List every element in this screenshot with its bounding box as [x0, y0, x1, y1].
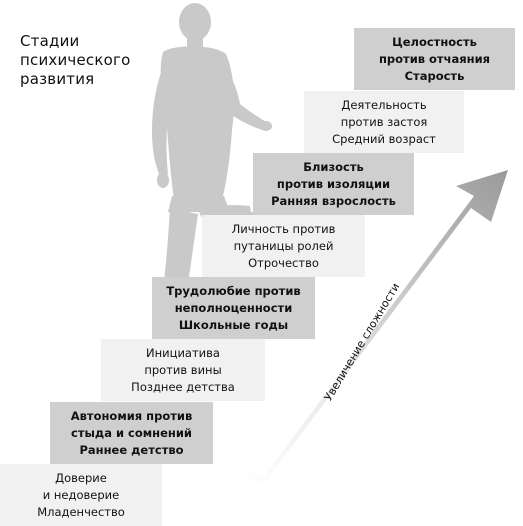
stage-5-line-2: путаницы ролей [233, 238, 334, 253]
stage-4-line-1: Трудолюбие против [166, 283, 301, 298]
arrow-shape [232, 170, 508, 486]
stage-step-4: Трудолюбие против неполноценности Школьн… [152, 277, 315, 339]
title-line-1: Стадии [20, 32, 80, 50]
stage-5-line-3: Отрочество [248, 255, 319, 270]
title-line-3: развития [20, 70, 95, 88]
stage-step-5: Личность против путаницы ролей Отрочеств… [202, 215, 365, 277]
stage-8-line-2: против отчаяния [378, 51, 491, 66]
stage-6-line-2: против изоляции [276, 176, 391, 191]
stage-step-3: Инициатива против вины Позднее детства [101, 339, 265, 401]
stage-8-line-1: Целостность [392, 34, 477, 49]
page-title: Стадии психического развития [20, 32, 130, 89]
stage-6-line-1: Близость [303, 159, 364, 174]
stage-7-line-1: Деятельность [341, 97, 427, 112]
stage-2-line-2: стыда и сомнений [71, 425, 192, 440]
stage-4-line-2: неполноценности [174, 300, 293, 315]
stage-5-line-1: Личность против [231, 221, 336, 236]
stage-1-line-2: и недоверие [42, 487, 120, 502]
stage-7-line-3: Средний возраст [332, 131, 436, 146]
stage-8-line-3: Старость [404, 68, 465, 83]
stage-step-6: Близость против изоляции Ранняя взрослос… [253, 153, 414, 215]
stage-step-2: Автономия против стыда и сомнений Раннее… [50, 402, 213, 464]
stage-2-line-1: Автономия против [70, 408, 193, 423]
stage-3-line-3: Позднее детства [131, 379, 235, 394]
stage-step-7: Деятельность против застоя Средний возра… [304, 91, 464, 153]
stage-1-line-3: Младенчество [37, 504, 125, 519]
stage-step-1: Доверие и недоверие Младенчество [0, 464, 162, 526]
stage-6-line-3: Ранняя взрослость [271, 193, 396, 208]
stage-step-8: Целостность против отчаяния Старость [354, 28, 515, 90]
stage-2-line-3: Раннее детство [79, 442, 184, 457]
stage-3-line-1: Инициатива [146, 345, 220, 360]
stage-7-line-2: против застоя [340, 114, 428, 129]
title-line-2: психического [20, 51, 131, 69]
stage-4-line-3: Школьные годы [178, 317, 289, 332]
stage-1-line-1: Доверие [55, 470, 107, 485]
stage-3-line-2: против вины [144, 362, 222, 377]
